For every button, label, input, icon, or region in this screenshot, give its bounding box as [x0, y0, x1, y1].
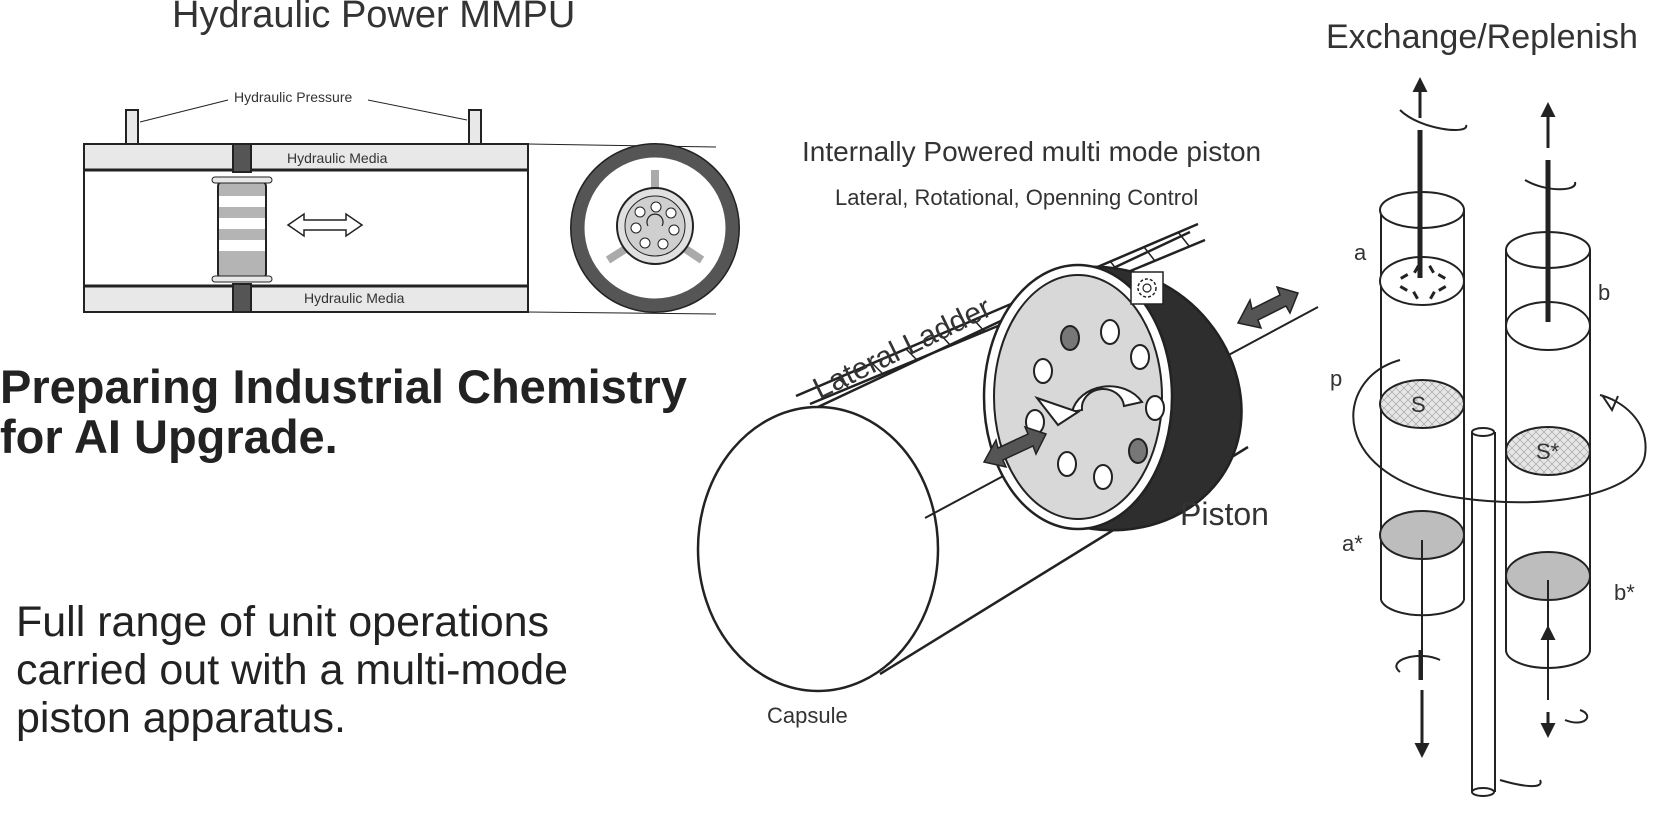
pressure-leader-left — [139, 99, 229, 123]
exchange-replenish-diagram — [1352, 77, 1647, 797]
pressure-inlet-left — [125, 109, 139, 149]
ladder-rail-outer — [795, 222, 1199, 398]
piston-title: Internally Powered multi mode piston — [802, 136, 1262, 167]
piston-face — [993, 274, 1163, 520]
rotation-arc-a-star — [1395, 655, 1441, 673]
capsule-piston-diagram — [696, 222, 1319, 693]
hydraulic-media-bottom — [83, 285, 529, 313]
hydraulic-media-bottom-label: Hydraulic Media — [304, 290, 405, 306]
headline-line-2: for AI Upgrade. — [0, 410, 338, 463]
label-b: b — [1598, 280, 1611, 305]
lateral-motion-arrow — [286, 212, 364, 238]
label-a: a — [1354, 240, 1367, 265]
piston-label: Piston — [1180, 496, 1269, 532]
body-line-1: Full range of unit operations — [16, 598, 550, 646]
membrane-s — [1379, 379, 1465, 429]
hydraulic-pressure-label: Hydraulic Pressure — [234, 89, 353, 105]
label-s: S — [1411, 392, 1426, 417]
rotation-arc-a — [1399, 109, 1468, 131]
exchange-title: Exchange/Replenish — [1326, 18, 1638, 56]
body-line-3: piston apparatus. — [16, 694, 346, 742]
headline: Preparing Industrial Chemistry for AI Up… — [0, 362, 687, 462]
seal-top — [232, 143, 252, 173]
rotation-arc-b-star — [1564, 709, 1589, 724]
piston-subtitle: Lateral, Rotational, Openning Control — [835, 185, 1199, 210]
label-p: p — [1330, 366, 1343, 391]
hydraulic-media-top — [83, 143, 529, 171]
label-a-star: a* — [1342, 531, 1363, 556]
body-text: Full range of unit operations carried ou… — [16, 598, 568, 742]
membrane-s-star — [1505, 426, 1591, 476]
gear-icon — [1130, 271, 1164, 305]
body-line-2: carried out with a multi-mode — [16, 646, 569, 694]
main-title: Hydraulic Power MMPU — [172, 0, 576, 36]
lateral-arrow-right — [1236, 285, 1300, 330]
piston-ports — [1025, 319, 1165, 490]
perforations-a — [1399, 265, 1447, 300]
hydraulic-media-top-label: Hydraulic Media — [287, 150, 388, 166]
label-s-star: S* — [1536, 439, 1560, 464]
pressure-inlet-right — [468, 109, 482, 149]
capsule-label: Capsule — [767, 703, 848, 728]
rotation-arc-tube — [1499, 779, 1542, 787]
rotation-arrow-icon — [1070, 385, 1144, 414]
rotation-path-p — [1352, 359, 1647, 504]
hydraulic-mmpu-diagram — [83, 99, 740, 315]
cylinder-a — [1379, 130, 1465, 680]
pressure-leader-right — [367, 99, 468, 121]
lateral-arrow-left — [982, 425, 1048, 469]
headline-line-1: Preparing Industrial Chemistry — [0, 360, 687, 413]
rotation-arc-b — [1524, 179, 1577, 191]
capsule-end — [696, 405, 940, 693]
center-tube — [1471, 427, 1496, 797]
seal-bottom — [232, 283, 252, 313]
cylinder-b — [1505, 160, 1591, 700]
label-b-star: b* — [1614, 580, 1635, 605]
mmpu-end-view — [570, 143, 740, 313]
